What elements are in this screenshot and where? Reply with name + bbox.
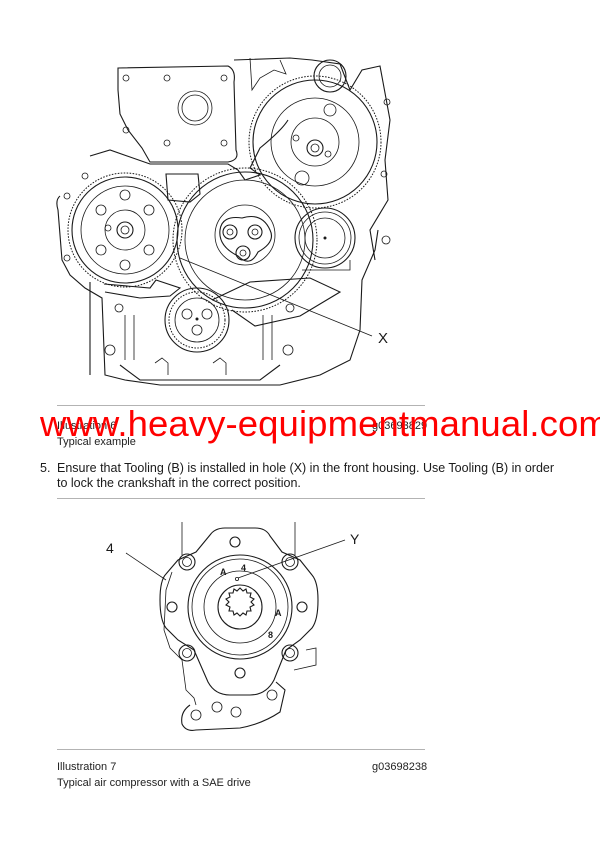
- callout-label-y: Y: [350, 531, 360, 547]
- illustration-7-divider-top: [57, 498, 425, 499]
- caption-divider-top: [57, 405, 425, 406]
- illustration-6-label: Illustration 6: [57, 420, 117, 432]
- illustration-7-label: Illustration 7: [57, 761, 117, 773]
- illustration-7-caption: Typical air compressor with a SAE drive: [57, 777, 251, 789]
- illustration-6-id: g03693829: [372, 420, 428, 432]
- watermark-url: www.heavy-equipmentmanual.com: [40, 403, 600, 444]
- caption-divider-bottom: [57, 749, 425, 750]
- illustration-6-caption: Typical example: [57, 436, 136, 448]
- dial-mark-a-top: A: [220, 567, 227, 577]
- step-text: Ensure that Tooling (B) is installed in …: [57, 461, 555, 490]
- callout-label-x: X: [378, 330, 389, 347]
- illustration-7-id: g03698238: [372, 761, 428, 773]
- dial-mark-8: 8: [268, 630, 273, 640]
- dial-mark-4: 4: [241, 563, 246, 573]
- callout-label-4: 4: [106, 540, 114, 556]
- illustration-7-air-compressor-drawing: A 4 A 8: [125, 522, 346, 731]
- step-number: 5.: [40, 461, 51, 475]
- dial-mark-a-right: A: [275, 608, 282, 618]
- illustration-6-gear-train-drawing: [56, 57, 391, 386]
